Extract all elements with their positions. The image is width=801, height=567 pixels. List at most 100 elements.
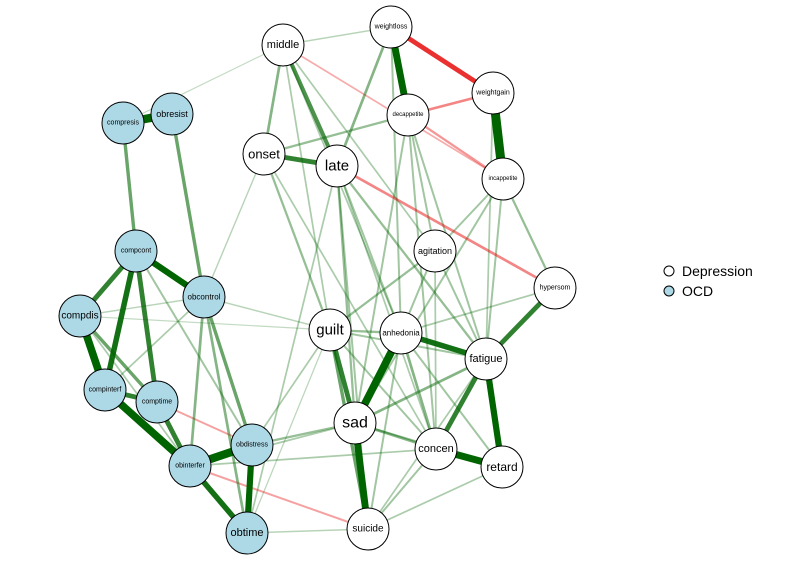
node-circle-late	[315, 144, 359, 188]
node-circle-hypersom	[533, 266, 577, 310]
edge-anhedonia-retard	[400, 332, 503, 468]
legend: Depression OCD	[663, 263, 753, 299]
node-circle-weightgain	[471, 71, 515, 115]
edge-obinterfer-concen	[189, 448, 437, 467]
node-circle-obresist	[150, 92, 194, 136]
edge-onset-guilt	[262, 152, 332, 332]
node-label-compresis: compresis	[107, 120, 139, 127]
node-circle-fatigue	[464, 337, 508, 381]
node-anhedonia: anhedonia	[379, 311, 423, 355]
edge-late-anhedonia	[336, 165, 402, 334]
edge-compresis-middle	[122, 44, 284, 124]
node-label-retard: retard	[486, 460, 517, 474]
node-circle-compdis	[58, 294, 102, 338]
node-label-obtime: obtime	[230, 527, 263, 539]
node-label-hypersom: hypersom	[540, 285, 571, 292]
edge-obtime-guilt	[246, 329, 331, 534]
legend-item-depression: Depression	[663, 263, 753, 279]
node-circle-onset	[242, 132, 286, 176]
node-label-compinterf: compinterf	[89, 387, 122, 394]
edge-middle-late	[280, 42, 340, 169]
node-weightloss: weightloss	[369, 5, 413, 49]
edge-compdis-obinterfer	[79, 315, 191, 467]
node-incappetite: incappetite	[481, 157, 525, 201]
edge-obdistress-guilt	[251, 329, 331, 446]
edge-compcont-obdistress	[135, 250, 253, 446]
edge-obcontrol-obinterfer	[188, 295, 206, 468]
edge-decappetite-concen	[407, 114, 437, 450]
node-circle-obtime	[225, 511, 269, 555]
node-guilt: guilt	[308, 308, 352, 352]
legend-label-ocd: OCD	[682, 283, 713, 299]
node-circle-anhedonia	[379, 311, 423, 355]
node-label-decappetite: decappetite	[392, 112, 424, 118]
node-label-weightloss: weightloss	[374, 24, 408, 31]
edge-obcontrol-obdistress	[202, 295, 254, 447]
edge-late-obtime	[246, 165, 338, 534]
node-label-comptime: comptime	[142, 399, 172, 406]
node-label-suicide: suicide	[352, 524, 384, 535]
node-circle-obcontrol	[182, 275, 226, 319]
edge-incappetite-fatigue	[485, 178, 504, 360]
edge-late-weightloss	[335, 25, 393, 168]
edge-weightloss-anhedonia	[390, 26, 402, 334]
node-circle-obinterfer	[168, 444, 212, 488]
node-label-obinterfer: obinterfer	[175, 463, 205, 470]
node-weightgain: weightgain	[471, 71, 515, 115]
edge-onset-decappetite	[262, 113, 410, 156]
node-circle-compresis	[101, 101, 145, 145]
edge-obcontrol-onset	[203, 153, 265, 298]
node-circle-sad	[333, 401, 377, 445]
edge-retard-suicide	[367, 466, 503, 530]
edge-compcont-compinterf	[102, 248, 139, 393]
edge-late-hypersom	[335, 164, 557, 290]
node-obresist: obresist	[150, 92, 194, 136]
node-label-agitation: agitation	[418, 246, 452, 256]
node-label-middle: middle	[267, 39, 299, 51]
node-compdis: compdis	[58, 294, 102, 338]
node-suicide: suicide	[346, 507, 390, 551]
edge-middle-guilt	[282, 44, 331, 331]
node-circle-comptime	[135, 380, 179, 424]
edge-compcont-comptime	[133, 248, 160, 405]
node-label-incappetite: incappetite	[488, 176, 518, 182]
node-label-compcont: compcont	[121, 248, 151, 255]
node-concen: concen	[414, 427, 458, 471]
node-obtime: obtime	[225, 511, 269, 555]
edge-hypersom-anhedonia	[400, 287, 556, 334]
node-circle-agitation	[413, 229, 457, 273]
node-label-concen: concen	[418, 443, 453, 455]
legend-swatch-depression	[663, 265, 675, 277]
node-label-obresist: obresist	[156, 109, 188, 119]
edge-late-fatigue	[335, 164, 488, 361]
edge-guilt-concen	[329, 329, 437, 450]
node-label-sad: sad	[342, 415, 368, 432]
node-label-anhedonia: anhedonia	[382, 329, 420, 338]
node-middle: middle	[261, 23, 305, 67]
node-compresis: compresis	[101, 101, 145, 145]
node-obinterfer: obinterfer	[168, 444, 212, 488]
edge-obresist-obcontrol	[170, 112, 206, 299]
edge-agitation-concen	[434, 250, 437, 450]
node-circle-decappetite	[386, 93, 430, 137]
node-circle-concen	[414, 427, 458, 471]
node-late: late	[315, 144, 359, 188]
node-label-fatigue: fatigue	[469, 353, 502, 365]
edge-weightgain-fatigue	[485, 92, 494, 360]
edge-fatigue-sad	[353, 357, 488, 425]
node-compinterf: compinterf	[83, 368, 127, 412]
node-label-guilt: guilt	[316, 322, 344, 339]
edge-late-sad	[335, 164, 357, 425]
node-label-late: late	[325, 158, 349, 175]
node-obcontrol: obcontrol	[182, 275, 226, 319]
edge-late-concen	[336, 165, 437, 450]
node-label-obcontrol: obcontrol	[188, 293, 221, 302]
node-circle-compcont	[114, 229, 158, 273]
node-compcont: compcont	[114, 229, 158, 273]
edge-obcontrol-obtime	[202, 295, 249, 535]
node-circle-guilt	[308, 308, 352, 352]
node-hypersom: hypersom	[533, 266, 577, 310]
node-agitation: agitation	[413, 229, 457, 273]
node-circle-retard	[480, 445, 524, 489]
